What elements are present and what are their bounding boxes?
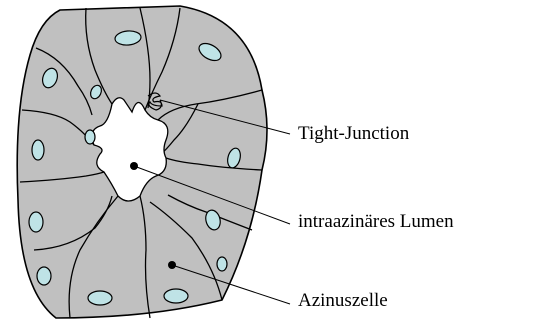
label-lumen: intraazinäres Lumen [298,212,454,231]
label-acinar-cell: Azinuszelle [298,291,388,310]
nucleus [29,212,43,232]
label-tight-junction: Tight-Junction [298,124,409,143]
nucleus [164,289,188,303]
nucleus [85,130,95,144]
nucleus [37,267,51,285]
nucleus [32,140,44,160]
nucleus [217,257,227,271]
nucleus [88,291,112,305]
